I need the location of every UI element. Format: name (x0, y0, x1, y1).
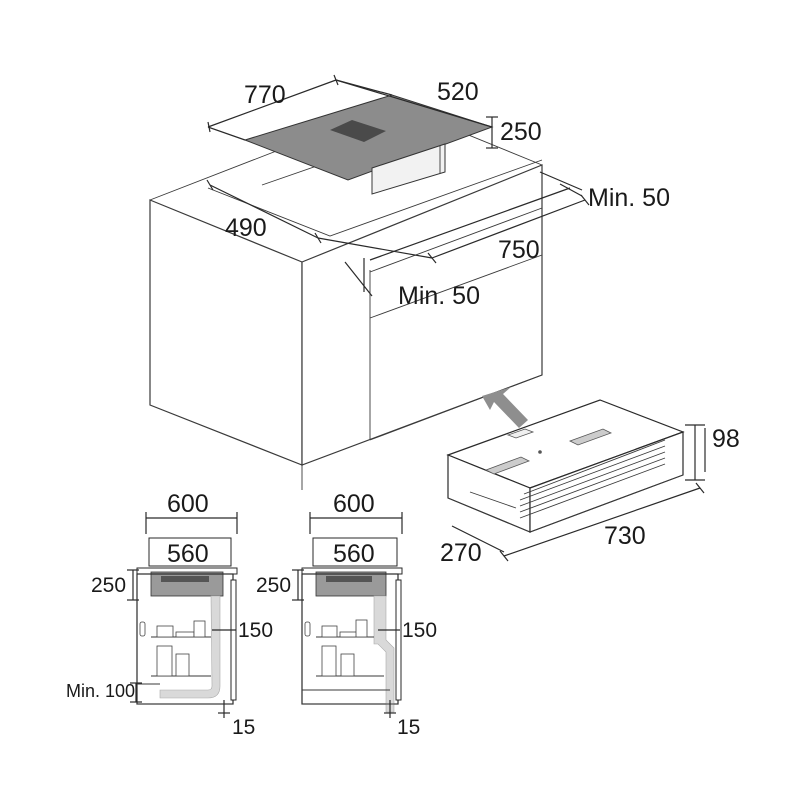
right-duct-label: 150 (402, 619, 437, 642)
right-section-cabinet: 600 560 250 150 15 (256, 490, 437, 739)
right-unit-height-label: 250 (256, 574, 291, 597)
left-unit-height-label: 250 (91, 574, 126, 597)
hob-zone (330, 120, 386, 142)
min-50-front-label: Min. 50 (398, 282, 480, 310)
left-gap-label: 15 (232, 716, 255, 739)
insert-arrow (482, 387, 528, 428)
min-50-right-label: Min. 50 (588, 184, 670, 212)
left-inner-width-label: 560 (167, 540, 209, 568)
left-min-plinth-label: Min. 100 (66, 681, 135, 701)
cutout-width-label: 750 (498, 236, 540, 264)
motor-dimensions: 98 730 270 (440, 424, 740, 567)
hob (243, 94, 494, 195)
right-width-label: 600 (333, 490, 375, 518)
left-section-cabinet: 600 560 250 150 (66, 490, 273, 739)
cutout-depth-label: 490 (225, 214, 267, 242)
motor-width-label: 730 (604, 522, 646, 550)
motor-unit (446, 399, 685, 533)
motor-height-label: 98 (712, 425, 740, 453)
cutout-dimensions: 490 750 Min. 50 Min. 50 (206, 171, 670, 310)
hob-depth-label: 520 (437, 78, 479, 106)
unit-height-label: 250 (500, 118, 542, 146)
hob-dimensions: 770 520 250 (207, 74, 542, 149)
left-width-label: 600 (167, 490, 209, 518)
hob-width-label: 770 (244, 81, 286, 109)
right-gap-label: 15 (397, 716, 420, 739)
left-duct-label: 150 (238, 619, 273, 642)
right-inner-width-label: 560 (333, 540, 375, 568)
motor-depth-label: 270 (440, 539, 482, 567)
